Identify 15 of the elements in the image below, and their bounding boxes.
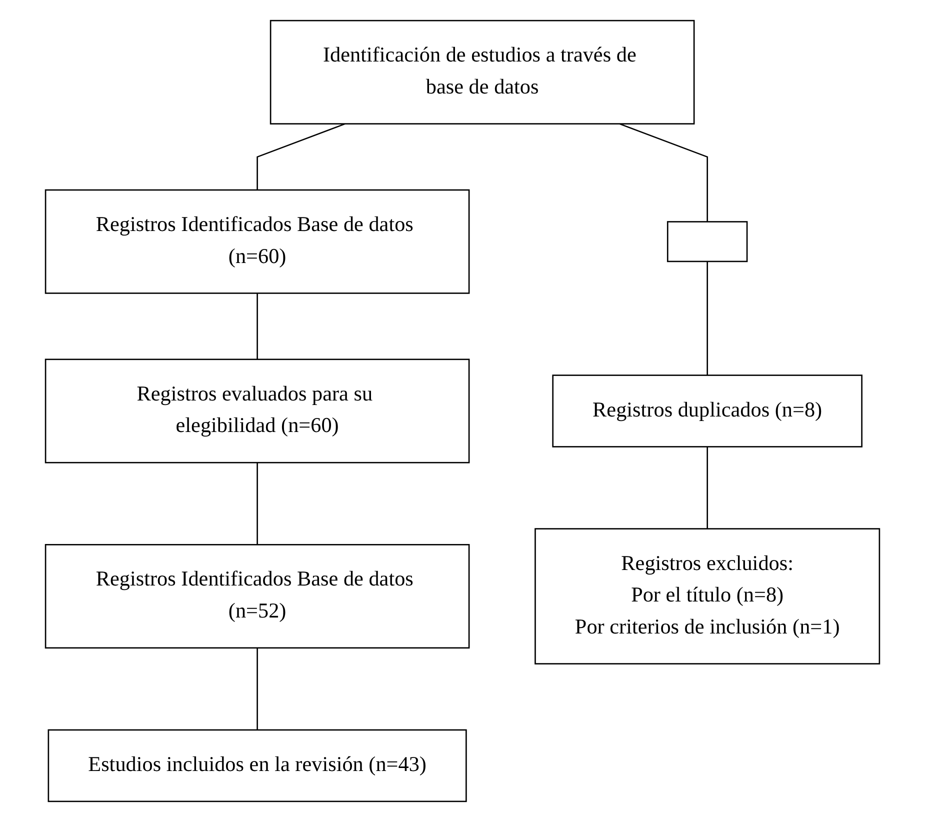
connector: [619, 123, 708, 222]
node-box: Registros Identificados Base de datos (n=52): [44, 544, 470, 649]
connector: [706, 261, 708, 376]
node-box: Identificación de estudios a través de base de datos: [270, 20, 695, 124]
node-box: Registros Identificados Base de datos (n=60): [44, 189, 470, 294]
node-box: Estudios incluidos en la revisión (n=43): [48, 729, 467, 802]
connector: [706, 446, 708, 529]
connector: [256, 293, 258, 360]
node-box: Registros evaluados para su elegibilidad (n=60): [44, 358, 470, 464]
node-box: Registros duplicados (n=8): [552, 374, 862, 448]
connector: [256, 648, 258, 730]
connector: [256, 462, 258, 545]
node-box: [666, 221, 748, 262]
node-box: Registros excluidos: Por el título (n=8) Por criterios de inclusión (n=1): [534, 528, 880, 664]
connector: [256, 123, 346, 190]
